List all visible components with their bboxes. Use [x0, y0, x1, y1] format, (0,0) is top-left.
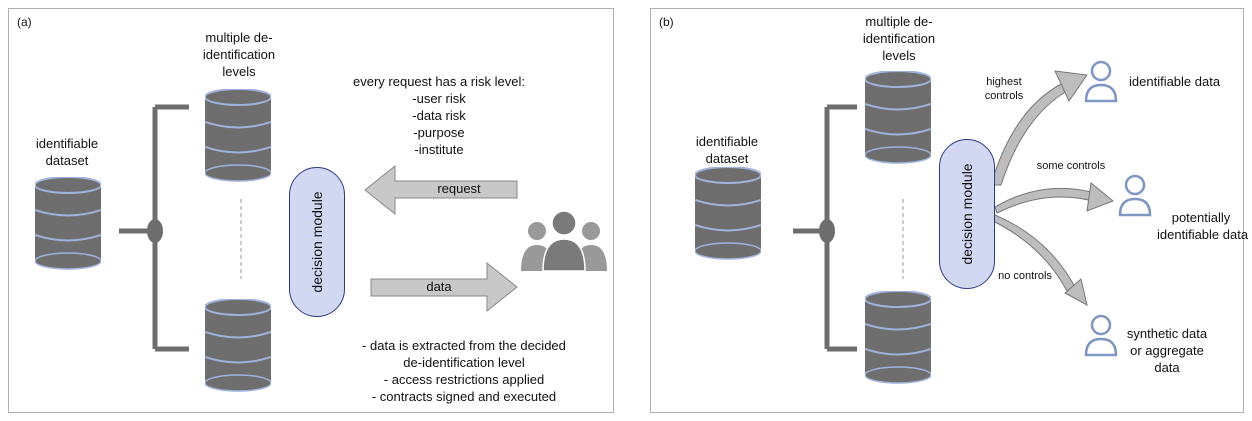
outcome-text: - data is extracted from the decided de-…: [339, 337, 589, 405]
risk-line: -data risk: [412, 108, 466, 123]
identifiable-dataset-label: identifiable dataset: [677, 133, 777, 167]
risk-line: -institute: [414, 142, 464, 157]
highest-controls-label: highest controls: [969, 75, 1039, 103]
highest-controls-line: controls: [984, 90, 1024, 102]
multiple-levels-line: multiple de-: [865, 14, 933, 29]
database-icon: [205, 89, 271, 182]
potentially-line: potentially: [1171, 210, 1231, 225]
potentially-line: identifiable data: [1157, 227, 1249, 242]
panel-a-graphics: [119, 104, 518, 352]
decision-module: decision module: [289, 167, 345, 317]
panel-b-label: (b): [659, 15, 674, 29]
potentially-identifiable-label: potentially identifiable data: [1157, 209, 1249, 243]
multiple-levels-label: multiple de- identification levels: [849, 13, 949, 64]
synthetic-line: synthetic data: [1126, 326, 1208, 341]
identifiable-data-label: identifiable data: [1129, 74, 1221, 89]
panel-b: (b) multiple de- identification levels: [650, 8, 1249, 413]
users-group-icon: [521, 210, 607, 272]
outcome-line: de-identification level: [403, 355, 525, 370]
request-arrow-label: request: [437, 181, 481, 196]
outcome-line: - contracts signed and executed: [371, 389, 557, 404]
outcome-line: - data is extracted from the decided: [362, 338, 566, 353]
multiple-levels-line: identification: [202, 47, 276, 62]
panel-b-graphics: [793, 70, 1114, 352]
database-icon: [35, 177, 101, 270]
risk-level-text: every request has a risk level: -user ri…: [339, 73, 539, 158]
dataset-line: identifiable: [35, 136, 99, 151]
dataset-line: identifiable: [695, 134, 759, 149]
user-icon: [1084, 314, 1118, 357]
database-icon: [865, 71, 931, 164]
data-arrow-label: data: [426, 279, 452, 294]
user-icon: [1118, 174, 1152, 217]
database-icon: [695, 167, 761, 260]
multiple-levels-line: identification: [862, 31, 936, 46]
multiple-levels-line: levels: [222, 64, 256, 79]
decision-module-label: decision module: [309, 191, 325, 293]
dataset-line: dataset: [705, 151, 749, 166]
database-icon: [205, 299, 271, 392]
synthetic-data-label: synthetic data or aggregate data: [1117, 325, 1217, 376]
risk-line: -user risk: [412, 91, 466, 106]
highest-controls-line: highest: [986, 76, 1022, 88]
decision-module-label: decision module: [959, 163, 975, 265]
no-controls-label: no controls: [998, 270, 1052, 282]
outcome-line: - access restrictions applied: [383, 372, 545, 387]
dataset-line: dataset: [45, 153, 89, 168]
risk-line: -purpose: [413, 125, 465, 140]
multiple-levels-label: multiple de- identification levels: [189, 29, 289, 80]
synthetic-line: or aggregate: [1130, 343, 1204, 358]
risk-line: every request has a risk level:: [353, 74, 525, 89]
identifiable-dataset-label: identifiable dataset: [17, 135, 117, 169]
panel-a-label: (a): [17, 15, 32, 29]
decision-module: decision module: [939, 139, 995, 289]
user-icon: [1084, 60, 1118, 103]
some-controls-label: some controls: [1036, 160, 1106, 172]
panel-a: (a) multiple de-: [8, 8, 614, 413]
synthetic-line: data: [1154, 360, 1180, 375]
multiple-levels-line: multiple de-: [205, 30, 273, 45]
multiple-levels-line: levels: [882, 48, 916, 63]
database-icon: [865, 291, 931, 384]
